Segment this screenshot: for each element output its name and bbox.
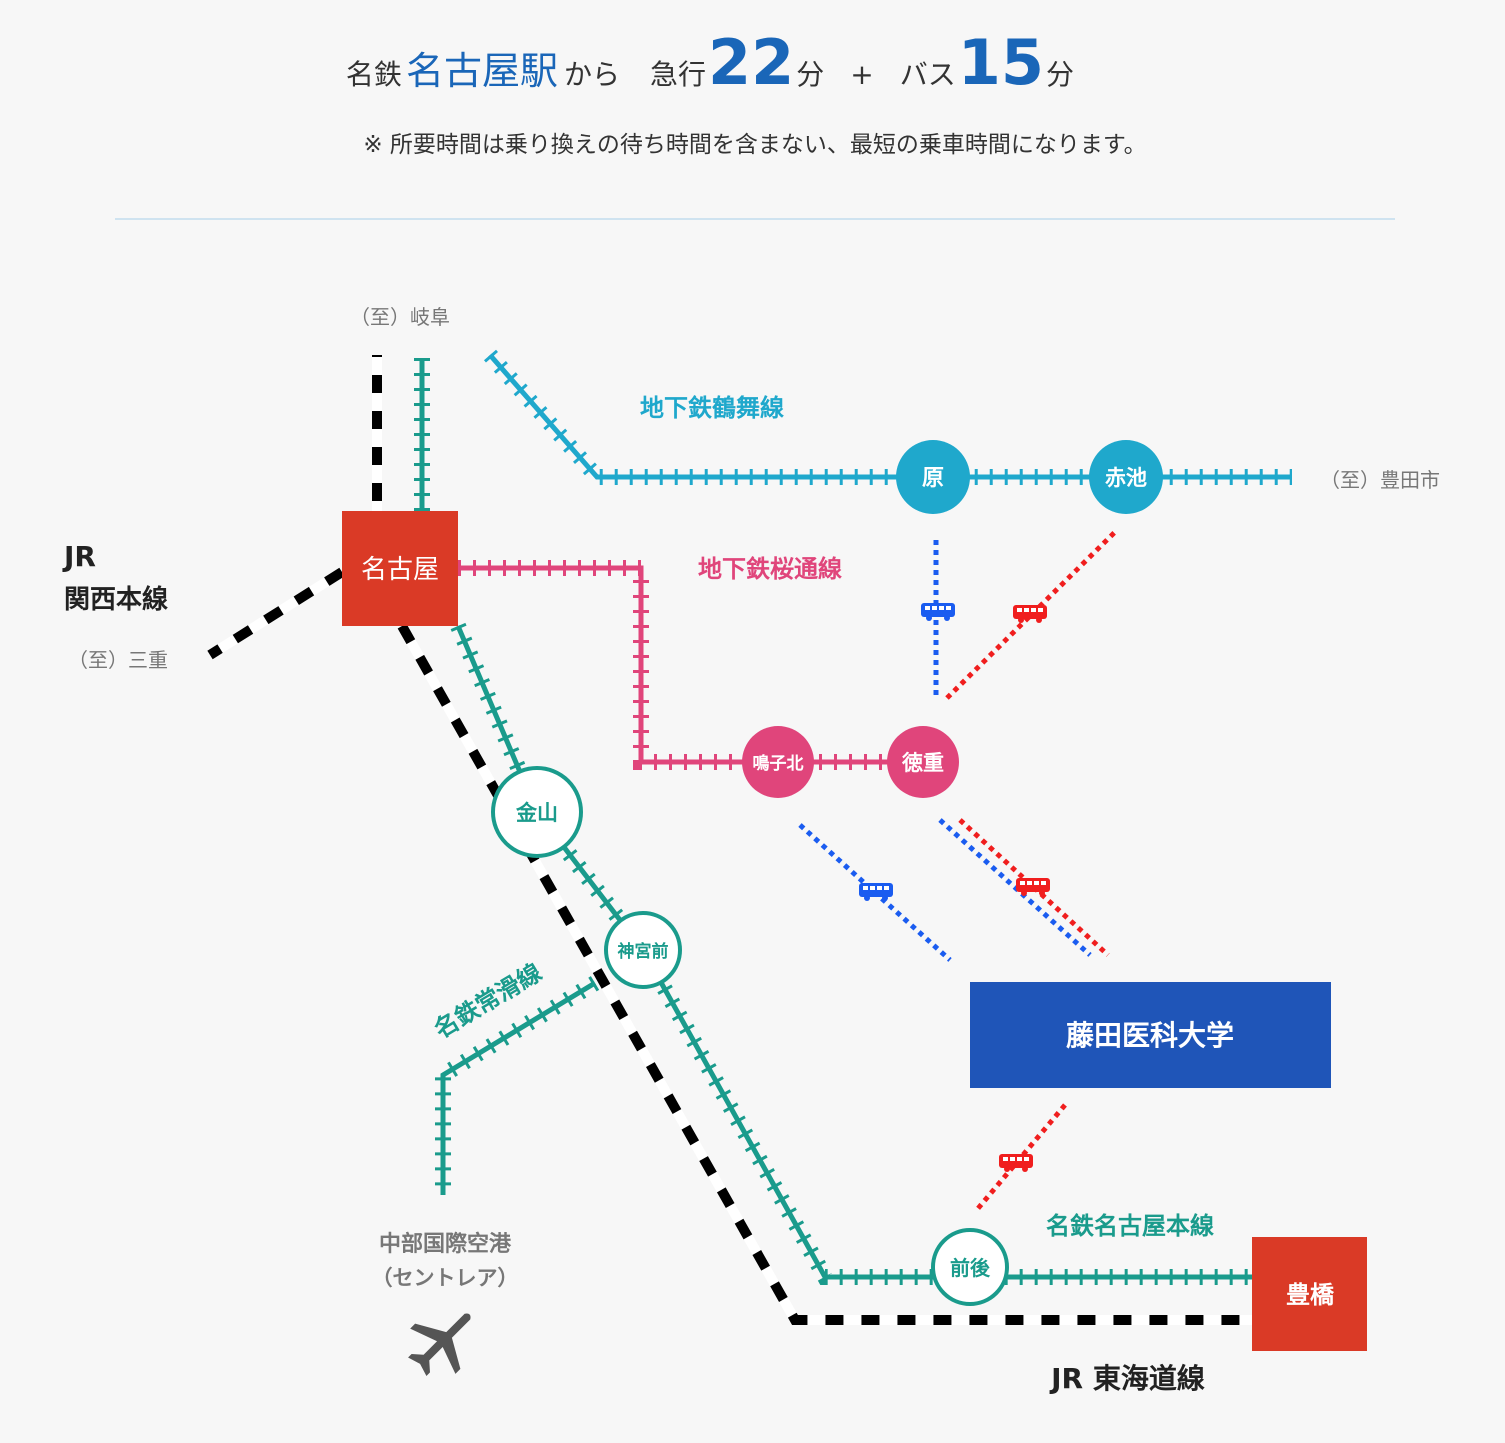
tsurumai-track — [483, 349, 1292, 485]
station-tokushige[interactable]: 徳重 — [887, 726, 959, 798]
to-toyota-label: （至）豊田市 — [1320, 468, 1440, 492]
station-tokushige-label: 徳重 — [901, 751, 944, 775]
station-zengo[interactable]: 前後 — [931, 1228, 1009, 1306]
station-nagoya-label: 名古屋 — [361, 555, 439, 585]
destination-label: 藤田医科大学 — [1066, 1019, 1234, 1052]
jr-kansai-label-2: 関西本線 — [64, 584, 168, 615]
station-jingumae[interactable]: 神宮前 — [604, 911, 682, 989]
station-akaike[interactable]: 赤池 — [1089, 440, 1163, 514]
to-mie-label: （至）三重 — [68, 648, 168, 672]
station-jingumae-label: 神宮前 — [618, 941, 669, 962]
bus-route-tokushige-red — [958, 818, 1110, 957]
destination-fujita-university[interactable] — [970, 982, 1331, 1088]
bus-route-hara — [921, 540, 955, 697]
bus-route-zengo — [973, 1103, 1067, 1214]
station-akaike-label: 赤池 — [1105, 466, 1147, 490]
meitetsu-main-line-label: 名鉄名古屋本線 — [1046, 1212, 1214, 1240]
station-kanayama[interactable]: 金山 — [491, 766, 583, 858]
tsurumai-line-label: 地下鉄鶴舞線 — [640, 394, 784, 422]
station-nagoya[interactable] — [342, 511, 458, 626]
to-gifu-label: （至）岐阜 — [350, 305, 450, 329]
header-title: 名鉄名古屋駅から急行22分+バス15分 — [346, 26, 1074, 99]
station-kanayama-label: 金山 — [515, 801, 558, 825]
station-toyohashi-label: 豊橋 — [1286, 1281, 1335, 1309]
station-narukokita-label: 鳴子北 — [753, 753, 804, 774]
airplane-icon — [408, 1313, 471, 1376]
station-toyohashi[interactable] — [1252, 1237, 1367, 1351]
bus-route-tokushige-blue — [938, 818, 1092, 957]
bus-icon — [859, 883, 893, 901]
station-narukokita[interactable]: 鳴子北 — [742, 726, 814, 798]
jr-lines — [207, 355, 1252, 1325]
sakura-track — [458, 560, 923, 770]
bus-icon — [1013, 605, 1047, 623]
bus-route-narukokita — [798, 823, 952, 962]
tokoname-track — [435, 976, 600, 1195]
jr-kansai-track — [207, 567, 345, 660]
station-zengo-label: 前後 — [950, 1256, 991, 1280]
bus-routes — [798, 530, 1117, 1214]
bus-icon — [999, 1154, 1033, 1172]
station-hara-label: 原 — [922, 466, 944, 491]
tokoname-line-label: 名鉄常滑線 — [429, 958, 546, 1044]
sakura-line-label: 地下鉄桜通線 — [698, 555, 842, 583]
jr-tokaido-label: JR 東海道線 — [1049, 1362, 1205, 1395]
station-hara[interactable]: 原 — [896, 440, 970, 514]
airport-label-1: 中部国際空港 — [379, 1231, 512, 1257]
bus-icon — [921, 603, 955, 621]
airport-label-2: （セントレア） — [372, 1266, 519, 1290]
bus-icon — [1016, 878, 1050, 896]
bus-route-akaike — [945, 530, 1117, 700]
jr-kansai-label-1: JR — [62, 540, 96, 573]
meitetsu-main-track — [450, 622, 1252, 1285]
header-note: ※ 所要時間は乗り換えの待ち時間を含まない、最短の乗車時間になります。 — [363, 132, 1146, 158]
